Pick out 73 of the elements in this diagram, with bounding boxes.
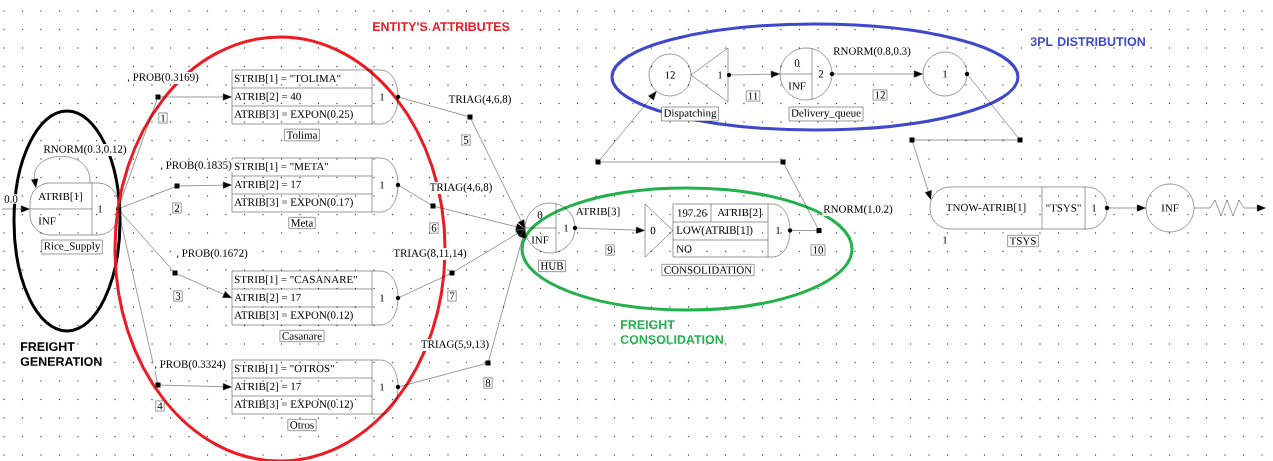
activity-number: 1 xyxy=(158,112,168,124)
terminate-node: INF xyxy=(1145,183,1195,233)
arrow xyxy=(397,229,526,388)
activity-number: 7 xyxy=(447,290,457,302)
arrow xyxy=(117,208,232,391)
activity-number: 3 xyxy=(173,290,183,302)
edge-label: RNORM(0.8,0.3) xyxy=(832,46,912,58)
assign-node: STRIB[1] = "META" ATRIB[2] = 17 ATRIB[3] = EXPON(0.17) 1 xyxy=(231,157,401,213)
assign-node: STRIB[1] = "CASANARE" ATRIB[2] = 17 ATRIB[3] = EXPON(0.12) 1 xyxy=(231,270,401,326)
edge-label: TRIAG(5,9,13) xyxy=(419,339,491,351)
activity-number: 10 xyxy=(810,244,826,256)
arrow xyxy=(831,70,923,78)
node-label: INF xyxy=(38,217,56,225)
assign-node: STRIB[1] = "TOLIMA" ATRIB[2] = 40 ATRIB[3] = EXPON(0.25) 1 xyxy=(231,69,401,125)
goon-node: 1 xyxy=(922,51,970,97)
batch-node: 0 197.26 ATRIB[2] LOW(ATRIB[1]) NO 1 CONSOLIDATION xyxy=(644,203,793,276)
name-tag: TSYS xyxy=(1007,235,1039,247)
arrow xyxy=(1106,204,1146,212)
name-tag: Tolima xyxy=(284,128,320,142)
arrow xyxy=(909,73,1023,200)
activity-number: 9 xyxy=(605,244,615,256)
arrow xyxy=(1,205,30,213)
assign-node: STRIB[1] = "OTROS" ATRIB[2] = 17 ATRIB[3] = EXPON(0.12) 1 xyxy=(231,359,401,415)
edge-label: , PROB(0.3324) xyxy=(153,359,227,371)
edge-label: ATRIB[3] xyxy=(574,206,622,218)
activity-number: 6 xyxy=(429,222,439,234)
group-heading: ENTITY'S ATTRIBUTES xyxy=(373,22,510,31)
activity-number: 8 xyxy=(483,377,493,389)
node-label: Delivery_queue xyxy=(791,109,861,119)
arrow xyxy=(397,229,525,299)
activity-number: 4 xyxy=(155,400,165,412)
node-label: Dispatching xyxy=(663,109,717,119)
edge-label: RNORM(0.3,0.12) xyxy=(42,144,128,156)
group-heading: 3PL DISTRIBUTION xyxy=(1030,37,1145,47)
activity-number: 12 xyxy=(872,89,888,101)
arrow xyxy=(117,208,232,298)
node-label: 0 xyxy=(650,226,656,235)
edge-label: TRIAG(4,6,8) xyxy=(447,94,513,106)
arrow xyxy=(1193,199,1266,217)
name-tag: HUB xyxy=(538,260,566,272)
arrow xyxy=(397,96,525,229)
edge-label: , PROB(0.1835) xyxy=(159,160,233,172)
edge-label: , PROB(0.3169) xyxy=(126,72,200,84)
node-label: 1 xyxy=(776,226,781,235)
edge-label: 0.0 xyxy=(3,194,19,204)
unbatch-node: 12 1 Dispatching xyxy=(648,47,732,122)
arrow xyxy=(117,93,232,210)
name-tag: Otros xyxy=(287,419,317,431)
edge-label: , PROB(0.1672) xyxy=(175,248,249,260)
arrow xyxy=(117,181,232,210)
group-heading: FREIGHT CONSOLIDATION xyxy=(620,320,723,344)
group-heading: FREIGHT GENERATION xyxy=(20,342,102,366)
node-label: ATRIB[1] xyxy=(38,192,82,202)
create-node: ATRIB[1] INF 1 xyxy=(29,182,121,236)
arrow xyxy=(595,91,822,233)
node-label: 12 xyxy=(665,71,675,79)
activity-number: 5 xyxy=(461,134,471,146)
edge-label: RNORM(1,0.2) xyxy=(822,204,894,216)
node-label: CONSOLIDATION xyxy=(664,266,752,274)
node-label: 1 xyxy=(98,205,103,213)
arrow xyxy=(31,156,91,188)
arrow xyxy=(397,184,525,231)
activity-number: 11 xyxy=(746,90,760,102)
node-annotation: 1 xyxy=(943,236,948,244)
arrow xyxy=(728,70,780,78)
edge-label: TRIAG(8,11,14) xyxy=(392,248,468,260)
activity-number: 2 xyxy=(172,202,182,214)
collect-node: TNOW-ATRIB[1] "TSYS" 1 xyxy=(929,186,1110,230)
name-tag: Rice_Supply xyxy=(41,239,103,255)
name-tag: Casanare xyxy=(279,330,325,342)
arrow xyxy=(574,226,645,234)
edge-label: TRIAG(4,6,8) xyxy=(428,182,494,194)
name-tag: Meta xyxy=(288,217,316,229)
